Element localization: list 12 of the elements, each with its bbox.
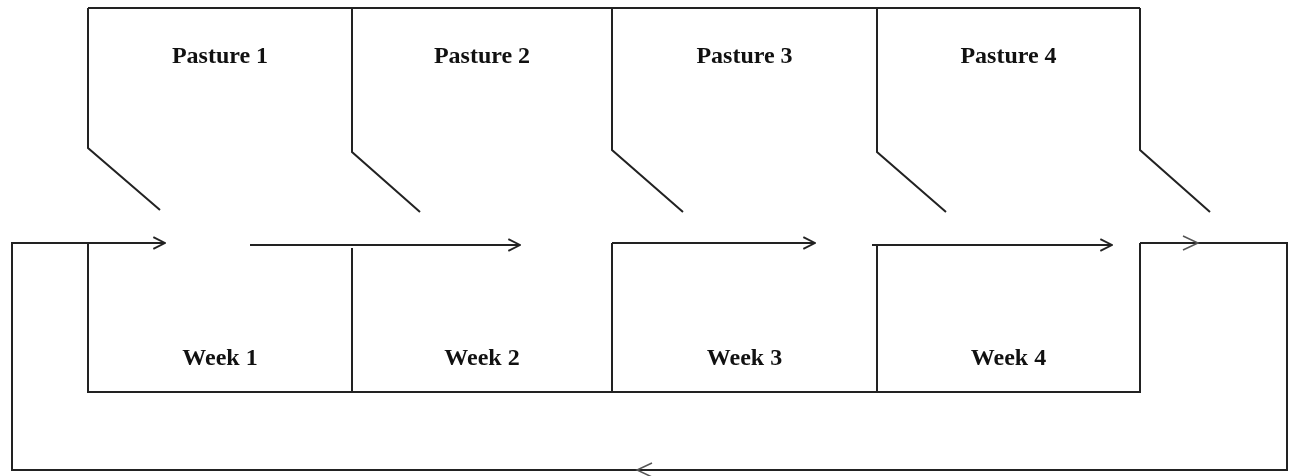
pasture-label: Pasture 1 xyxy=(171,42,269,69)
week-label: Week 4 xyxy=(970,344,1047,371)
pasture-label: Pasture 4 xyxy=(960,42,1057,69)
pasture-label: Pasture 3 xyxy=(696,42,793,69)
arrow xyxy=(11,236,1288,471)
pasture-label: Pasture 2 xyxy=(433,42,531,69)
week-label: Week 1 xyxy=(182,344,258,371)
arrow xyxy=(871,238,1113,252)
arrow xyxy=(611,236,816,250)
arrow xyxy=(249,238,521,252)
week-label: Week 3 xyxy=(706,344,783,371)
week-label: Week 2 xyxy=(444,344,520,371)
